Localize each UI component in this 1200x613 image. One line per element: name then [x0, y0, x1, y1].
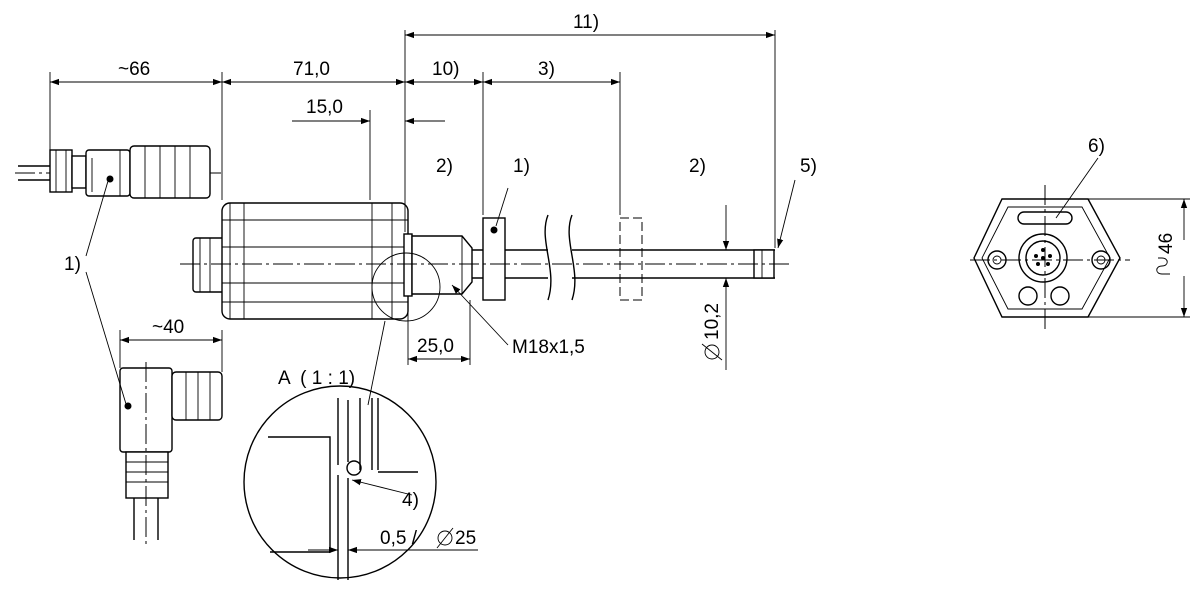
label-rod-end: 5)	[800, 156, 817, 177]
diameter-icon	[701, 343, 723, 361]
dimension-lines	[49, 30, 796, 405]
label-straight-connector: 1)	[64, 254, 81, 275]
measuring-rod	[472, 214, 775, 301]
diameter-icon	[436, 527, 454, 549]
detail-a	[243, 252, 478, 580]
dim-detail-clearance: 0,5 /	[380, 528, 418, 549]
detail-title: A ( 1 : 1)	[278, 368, 355, 389]
dim-null-zone: 10)	[432, 59, 459, 80]
dim-rod-diameter: 10,2	[702, 303, 723, 340]
label-position-magnet: 1)	[513, 156, 530, 177]
dim-housing-length: 71,0	[293, 59, 330, 80]
dim-flange-offset: 15,0	[306, 97, 343, 118]
label-zone-right: 2)	[689, 156, 706, 177]
angled-connector	[119, 362, 223, 545]
wrench-icon	[1156, 257, 1170, 275]
dim-measuring-range: 3)	[538, 59, 555, 80]
dim-overall-length: 11)	[573, 12, 599, 33]
label-seal: 4)	[402, 490, 419, 511]
straight-connector	[15, 145, 225, 199]
sensor-housing	[192, 202, 473, 320]
dim-detail-diameter: 25	[455, 528, 476, 549]
dim-thread-length: 25,0	[417, 336, 454, 357]
label-led: 6)	[1088, 136, 1105, 157]
end-view	[970, 157, 1190, 330]
label-thread: M18x1,5	[512, 337, 585, 358]
dim-angled-connector: ~40	[152, 317, 184, 338]
dim-wrench-size: 46	[1156, 233, 1177, 254]
dim-cable-connector: ~66	[118, 59, 150, 80]
label-zone-left: 2)	[436, 156, 453, 177]
